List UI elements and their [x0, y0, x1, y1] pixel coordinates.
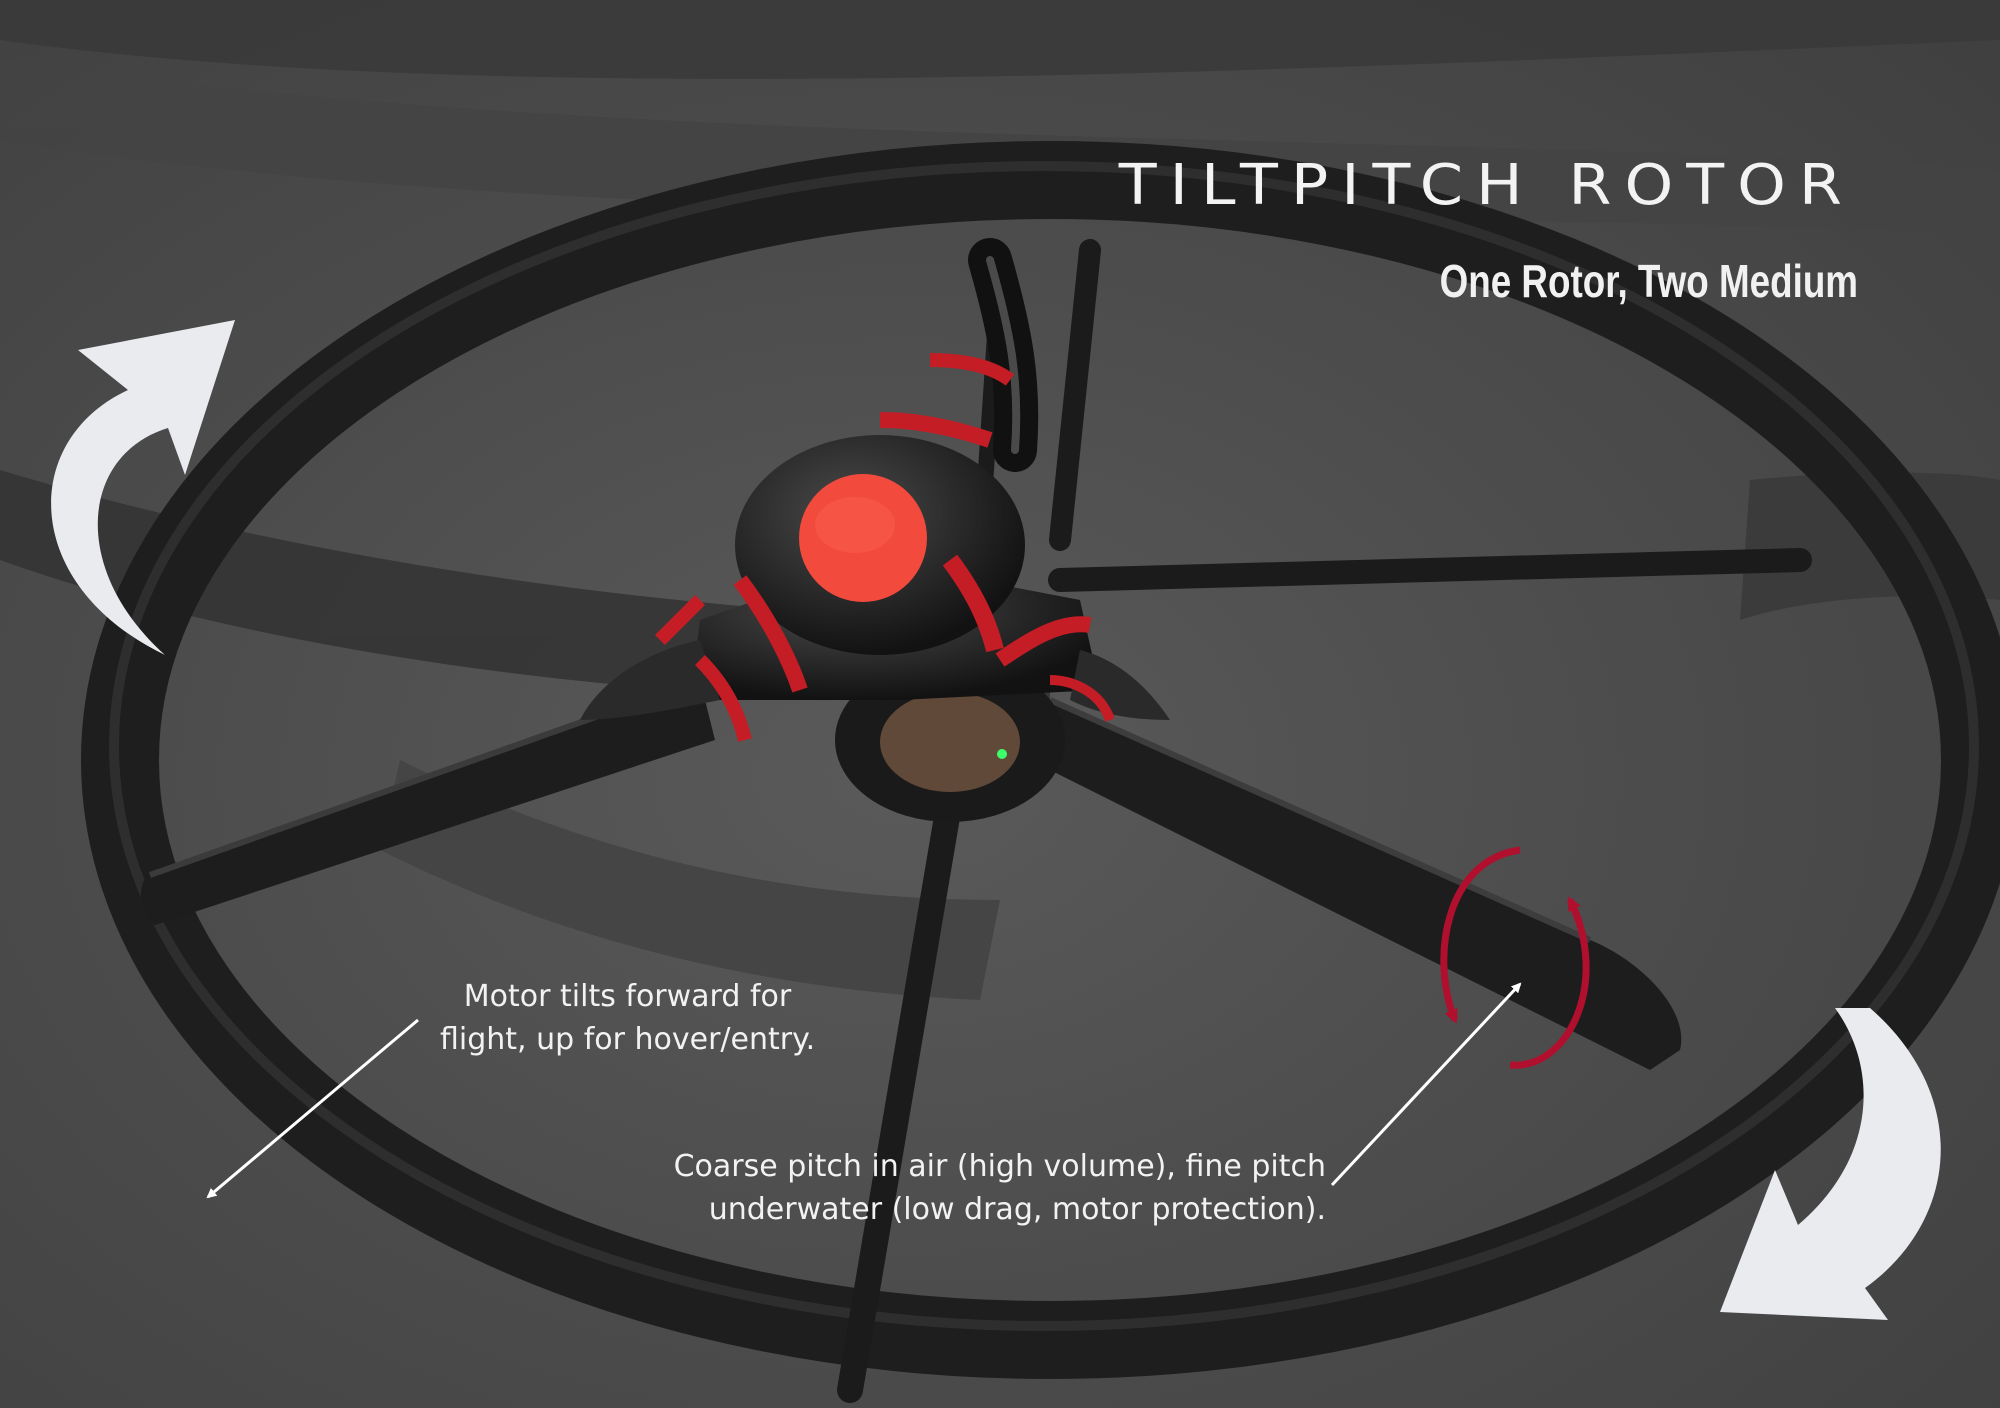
curved-arrow-up-icon: [51, 320, 235, 655]
rotate-arrows-icon: [1440, 846, 1590, 1069]
tilt-annotation: Motor tilts forward for flight, up for h…: [440, 975, 815, 1061]
page-subtitle: One Rotor, Two Medium: [1439, 255, 1858, 307]
pitch-annotation-line: underwater (low drag, motor protection).: [708, 1192, 1326, 1227]
page-title: TILTPITCH ROTOR: [1118, 152, 1855, 218]
tilt-annotation-line: flight, up for hover/entry.: [440, 1022, 816, 1057]
tilt-annotation-line: Motor tilts forward for: [463, 979, 792, 1014]
curved-arrow-down-icon: [1720, 1008, 1941, 1320]
pitch-annotation-line: Coarse pitch in air (high volume), fine …: [673, 1149, 1326, 1184]
rotor-hub: [580, 238, 1170, 742]
annotation-leaders: [206, 982, 1522, 1199]
pitch-annotation: Coarse pitch in air (high volume), fine …: [674, 1145, 1326, 1231]
guard-ring: [81, 141, 2000, 1379]
